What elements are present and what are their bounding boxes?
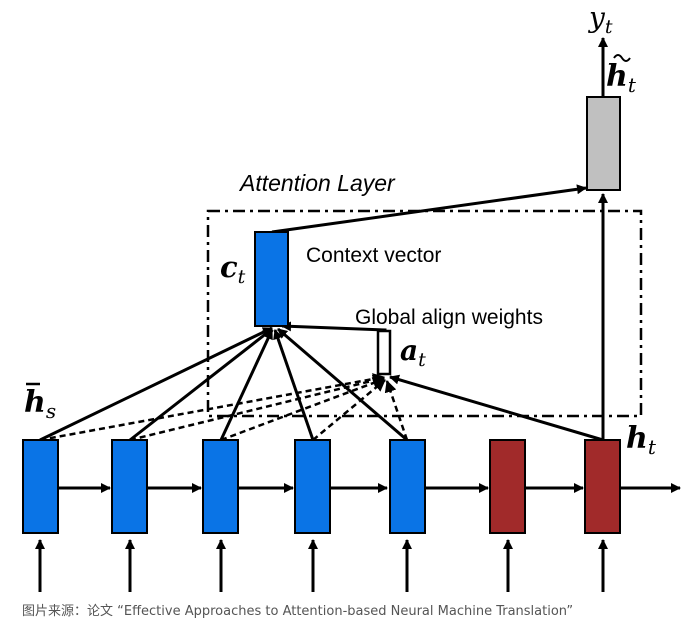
encoder-to-align-dashed: [39, 373, 409, 442]
attention-layer-label: Attention Layer: [238, 170, 396, 196]
encoder-state-box: [202, 439, 239, 534]
align-at-label: at: [400, 334, 426, 371]
image-source-caption: 图片来源：论文 “Effective Approaches to Attenti…: [22, 604, 574, 619]
htilde-label: ht: [606, 54, 637, 97]
decoder-states: [489, 439, 621, 534]
context-vector-label: Context vector: [306, 244, 441, 267]
decoder-state-box: [489, 439, 526, 534]
svg-text:ht: ht: [606, 59, 637, 97]
ht-to-align-arrow: [389, 374, 604, 442]
encoder-state-box: [111, 439, 148, 534]
encoder-to-context-arrows: [39, 326, 408, 442]
global-align-weights-label: Global align weights: [355, 306, 543, 329]
decoder-state-box: [584, 439, 621, 534]
encoder-state-box: [22, 439, 59, 534]
output-y-label: yt: [587, 1, 613, 38]
output-state-box: [586, 96, 621, 191]
context-vector-box: [254, 231, 289, 327]
encoder-state-box: [389, 439, 426, 534]
hbar-s-label: hs: [24, 382, 56, 423]
tilde-mark: [613, 54, 631, 62]
input-arrows: [35, 539, 608, 592]
encoder-state-box: [294, 439, 331, 534]
encoder-states: [22, 439, 426, 534]
svg-text:hs: hs: [24, 385, 56, 423]
attention-layer-frame: [206, 209, 643, 418]
ht-label: ht: [626, 421, 657, 459]
align-weights-bar: [376, 329, 392, 376]
context-ct-label: ct: [220, 250, 246, 288]
context-to-output-arrow: [271, 184, 587, 234]
